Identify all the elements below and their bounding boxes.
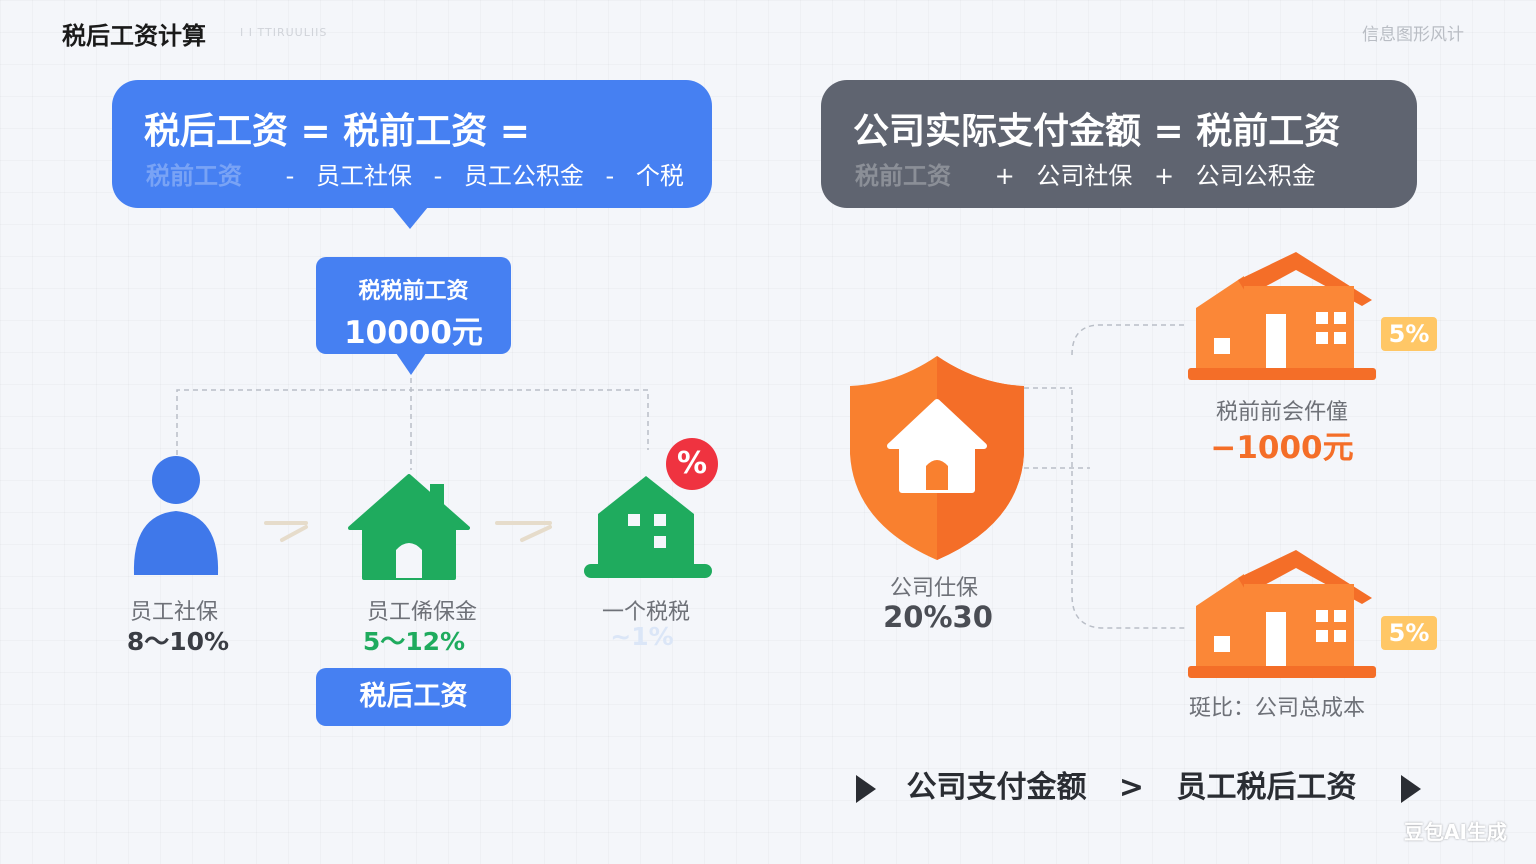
tax-percent-badge: % — [666, 438, 718, 490]
net-formula-terms: 税前工资 - 员工社保 - 员工公积金 - 个税 — [146, 156, 684, 191]
company-connector-bottom — [1024, 390, 1188, 629]
company-formula-terms: 税前工资 + 公司社保 + 公司公积金 — [855, 156, 1316, 191]
gross-pointer — [396, 353, 426, 375]
flow-arrow — [280, 525, 308, 542]
formula-operator: - — [605, 162, 615, 190]
shield-icon — [850, 356, 1024, 560]
gross-salary-box: 税税前工资 10000元 — [316, 257, 511, 354]
formula-operator: - — [285, 162, 295, 190]
comparison-left: 公司支付金额 — [906, 770, 1087, 805]
house-bottom-icon — [1188, 550, 1376, 678]
shield-label: 公司仕保 — [889, 576, 978, 601]
comparison-right: 员工税后工资 — [1176, 770, 1357, 805]
rate-badge-bottom: 5% — [1381, 616, 1437, 650]
house-top-label: 税前前会仵僮 — [1215, 400, 1348, 425]
net-formula-title: 税后工资 = 税前工资 = — [144, 111, 530, 152]
style-tag: 信息图形风计 — [1362, 25, 1464, 45]
house-icon — [348, 474, 470, 580]
formula-term: 公司社保 — [1036, 162, 1133, 190]
flow-arrow — [520, 525, 552, 542]
node-value: ~1% — [610, 622, 674, 651]
house-windows-icon — [584, 476, 712, 578]
house-bottom-label: 珽比：公司总成本 — [1188, 696, 1365, 721]
node-value: 8～10% — [126, 627, 230, 656]
node-label: 员工社保 — [129, 600, 218, 625]
company-formula-faint-term: 税前工资 — [855, 162, 951, 190]
formula-term: 个税 — [635, 162, 684, 190]
house-top-value: −1000元 — [1210, 430, 1354, 466]
triangle-right-icon — [1400, 774, 1421, 803]
person-icon — [133, 456, 219, 575]
node-label: 一个税税 — [601, 600, 690, 625]
page-title: 税后工资计算 — [62, 22, 206, 50]
formula-operator: + — [1154, 162, 1175, 190]
formula-term: 公司公积金 — [1195, 162, 1316, 190]
comparison-separator: > — [1118, 770, 1145, 805]
house-top-icon — [1188, 252, 1376, 380]
comparison-line: 公司支付金额 > 员工税后工资 — [856, 762, 1421, 806]
net-salary-formula-box: 税后工资 = 税前工资 = 税前工资 - 员工社保 - 员工公积金 - 个税 — [112, 80, 712, 208]
net-formula-faint-term: 税前工资 — [146, 162, 242, 190]
company-cost-formula-box: 公司实际支付金额 = 税前工资 税前工资 + 公司社保 + 公司公积金 — [821, 80, 1417, 208]
page-subtitle: I I TTIRUULIIS — [240, 26, 328, 39]
company-connector-top — [1024, 324, 1188, 389]
formula-operator: + — [994, 162, 1015, 190]
formula-operator: - — [433, 162, 443, 190]
watermark: 豆包AI生成 — [1404, 820, 1507, 844]
formula-term: 员工社保 — [315, 162, 412, 190]
formula-term: 员工公积金 — [463, 162, 584, 190]
tree-connector — [176, 389, 649, 455]
triangle-right-icon — [856, 774, 876, 803]
company-formula-title: 公司实际支付金额 = 税前工资 — [853, 111, 1341, 152]
formula-pointer — [392, 207, 428, 229]
node-label: 员工俙保金 — [366, 600, 477, 625]
net-salary-box: 税后工资 — [316, 668, 511, 726]
node-value: 5～12% — [362, 627, 466, 656]
gross-salary-value: 10000元 — [344, 315, 483, 351]
rate-badge-top: 5% — [1381, 317, 1437, 351]
gross-salary-label: 税税前工资 — [358, 279, 469, 304]
shield-value: 20%30 — [883, 600, 993, 634]
